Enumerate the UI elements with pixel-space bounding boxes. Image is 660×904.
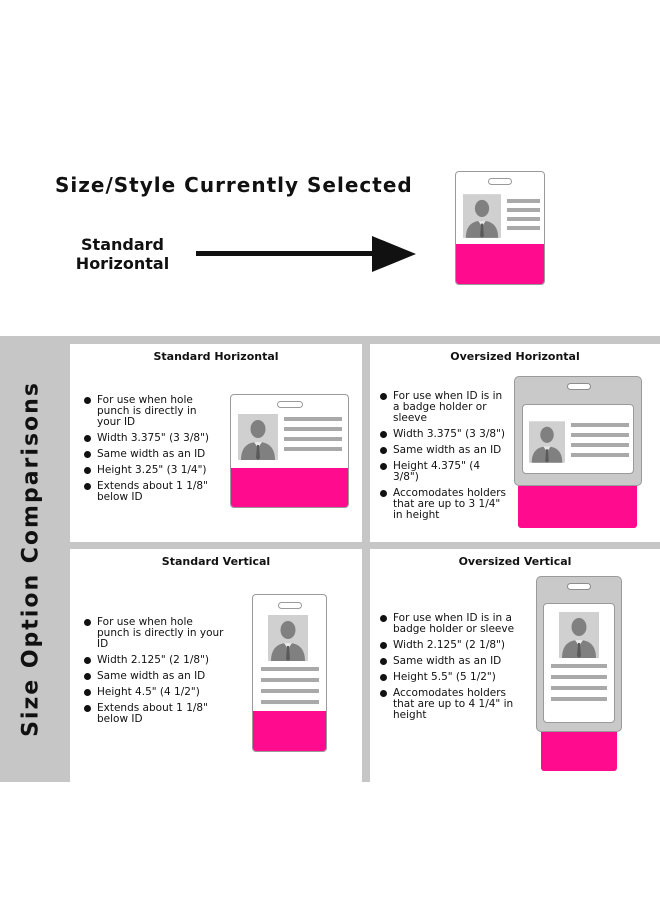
selected-style-label: Standard Horizontal xyxy=(60,235,185,273)
bullet-list: For use when hole punch is directly in y… xyxy=(84,617,224,730)
person-silhouette-icon xyxy=(529,419,565,465)
badge-illustration xyxy=(252,594,327,752)
bullet-item: Height 4.5" (4 1/2") xyxy=(84,687,224,698)
person-silhouette-icon xyxy=(463,191,501,241)
option-title: Standard Vertical xyxy=(161,555,271,568)
bullet-item: For use when hole punch is directly in y… xyxy=(84,617,224,650)
selected-style-line2: Horizontal xyxy=(75,254,170,273)
option-standard-horizontal: Standard Horizontal For use when hole pu… xyxy=(70,344,362,542)
punch-slot xyxy=(488,178,512,185)
bullet-item: Height 3.25" (3 1/4") xyxy=(84,465,219,476)
bullet-item: Height 4.375" (4 3/8") xyxy=(380,461,508,483)
bullet-item: Same width as an ID xyxy=(380,445,508,456)
selected-badge-preview xyxy=(455,171,545,285)
right-arrow-icon xyxy=(196,236,416,272)
bullet-item: Same width as an ID xyxy=(380,656,520,667)
option-title: Oversized Horizontal xyxy=(450,350,580,363)
bullet-item: Accomodates holders that are up to 4 1/4… xyxy=(380,688,520,721)
bullet-item: For use when hole punch is directly in y… xyxy=(84,395,219,428)
person-silhouette-icon xyxy=(238,413,278,461)
bullet-list: For use when hole punch is directly in y… xyxy=(84,395,219,508)
pink-strip xyxy=(518,484,637,528)
size-comparison-label: Size Option Comparisons xyxy=(18,381,44,737)
bullet-item: Same width as an ID xyxy=(84,671,224,682)
bullet-item: Extends about 1 1/8" below ID xyxy=(84,481,219,503)
option-oversized-horizontal: Oversized Horizontal For use when ID is … xyxy=(370,344,660,542)
bullet-item: Width 3.375" (3 3/8") xyxy=(380,429,508,440)
bullet-item: For use when ID is in a badge holder or … xyxy=(380,391,508,424)
selected-title: Size/Style Currently Selected xyxy=(55,173,413,197)
selected-style-line1: Standard xyxy=(81,235,164,254)
option-standard-vertical: Standard Vertical For use when hole punc… xyxy=(70,549,362,782)
badge-holder-illustration xyxy=(536,576,622,732)
bullet-item: Same width as an ID xyxy=(84,449,219,460)
bullet-item: Extends about 1 1/8" below ID xyxy=(84,703,224,725)
person-silhouette-icon xyxy=(268,615,308,661)
badge-holder-illustration xyxy=(514,376,642,486)
bullet-item: Width 2.125" (2 1/8") xyxy=(84,655,224,666)
pink-strip xyxy=(456,244,544,284)
option-title: Oversized Vertical xyxy=(458,555,572,568)
bullet-item: Accomodates holders that are up to 3 1/4… xyxy=(380,488,508,521)
option-title: Standard Horizontal xyxy=(153,350,279,363)
bullet-item: Width 2.125" (2 1/8") xyxy=(380,640,520,651)
bullet-item: Width 3.375" (3 3/8") xyxy=(84,433,219,444)
option-oversized-vertical: Oversized Vertical For use when ID is in… xyxy=(370,549,660,782)
badge-illustration xyxy=(230,394,349,508)
bullet-item: For use when ID is in a badge holder or … xyxy=(380,613,520,635)
person-silhouette-icon xyxy=(559,612,599,658)
pink-strip xyxy=(541,729,617,771)
bullet-item: Height 5.5" (5 1/2") xyxy=(380,672,520,683)
bullet-list: For use when ID is in a badge holder or … xyxy=(380,391,508,526)
bullet-list: For use when ID is in a badge holder or … xyxy=(380,613,520,726)
